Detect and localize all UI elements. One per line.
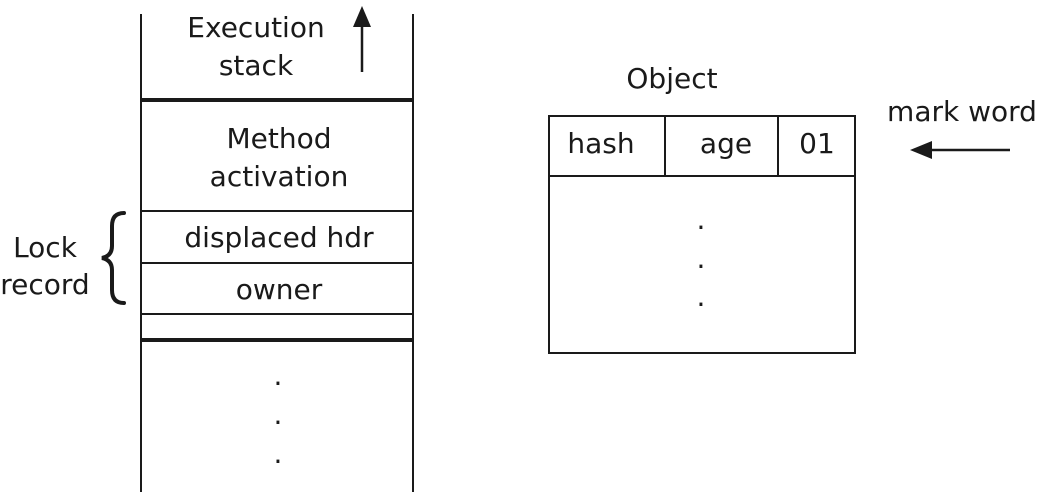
stack-title-line2: stack — [219, 49, 294, 82]
object-box: Object hash age 01 . . . — [548, 62, 856, 354]
mark-word-pointer: mark word — [887, 95, 1037, 159]
stack-ellipsis: . . . — [274, 359, 283, 470]
owner-cell: owner — [236, 273, 323, 306]
curly-brace-icon — [101, 211, 126, 305]
object-title: Object — [626, 62, 717, 95]
object-ellipsis: . . . — [697, 203, 706, 313]
lock-record-line2: record — [0, 268, 89, 301]
object-outline — [548, 115, 856, 354]
mark-word-label: mark word — [887, 95, 1037, 128]
method-activation-line2: activation — [210, 160, 349, 193]
svg-text:.: . — [697, 242, 706, 275]
svg-text:.: . — [697, 203, 706, 236]
svg-text:.: . — [274, 398, 283, 431]
mark-word-age-field: age — [700, 127, 752, 160]
execution-stack: Execution stack Method activation displa… — [140, 6, 414, 492]
displaced-hdr-cell: displaced hdr — [184, 221, 374, 254]
mark-word-hash-field: hash — [567, 127, 634, 160]
method-activation-line1: Method — [226, 122, 331, 155]
lock-record-annotation: Lock record — [0, 211, 126, 305]
lock-record-line1: Lock — [13, 231, 78, 264]
svg-text:.: . — [274, 437, 283, 470]
stack-growth-arrow-icon — [353, 6, 371, 72]
svg-text:.: . — [697, 280, 706, 313]
stack-title-line1: Execution — [187, 11, 324, 44]
mark-word-lock-bits-field: 01 — [799, 127, 835, 160]
svg-text:.: . — [274, 359, 283, 392]
arrow-left-icon — [910, 141, 1010, 159]
